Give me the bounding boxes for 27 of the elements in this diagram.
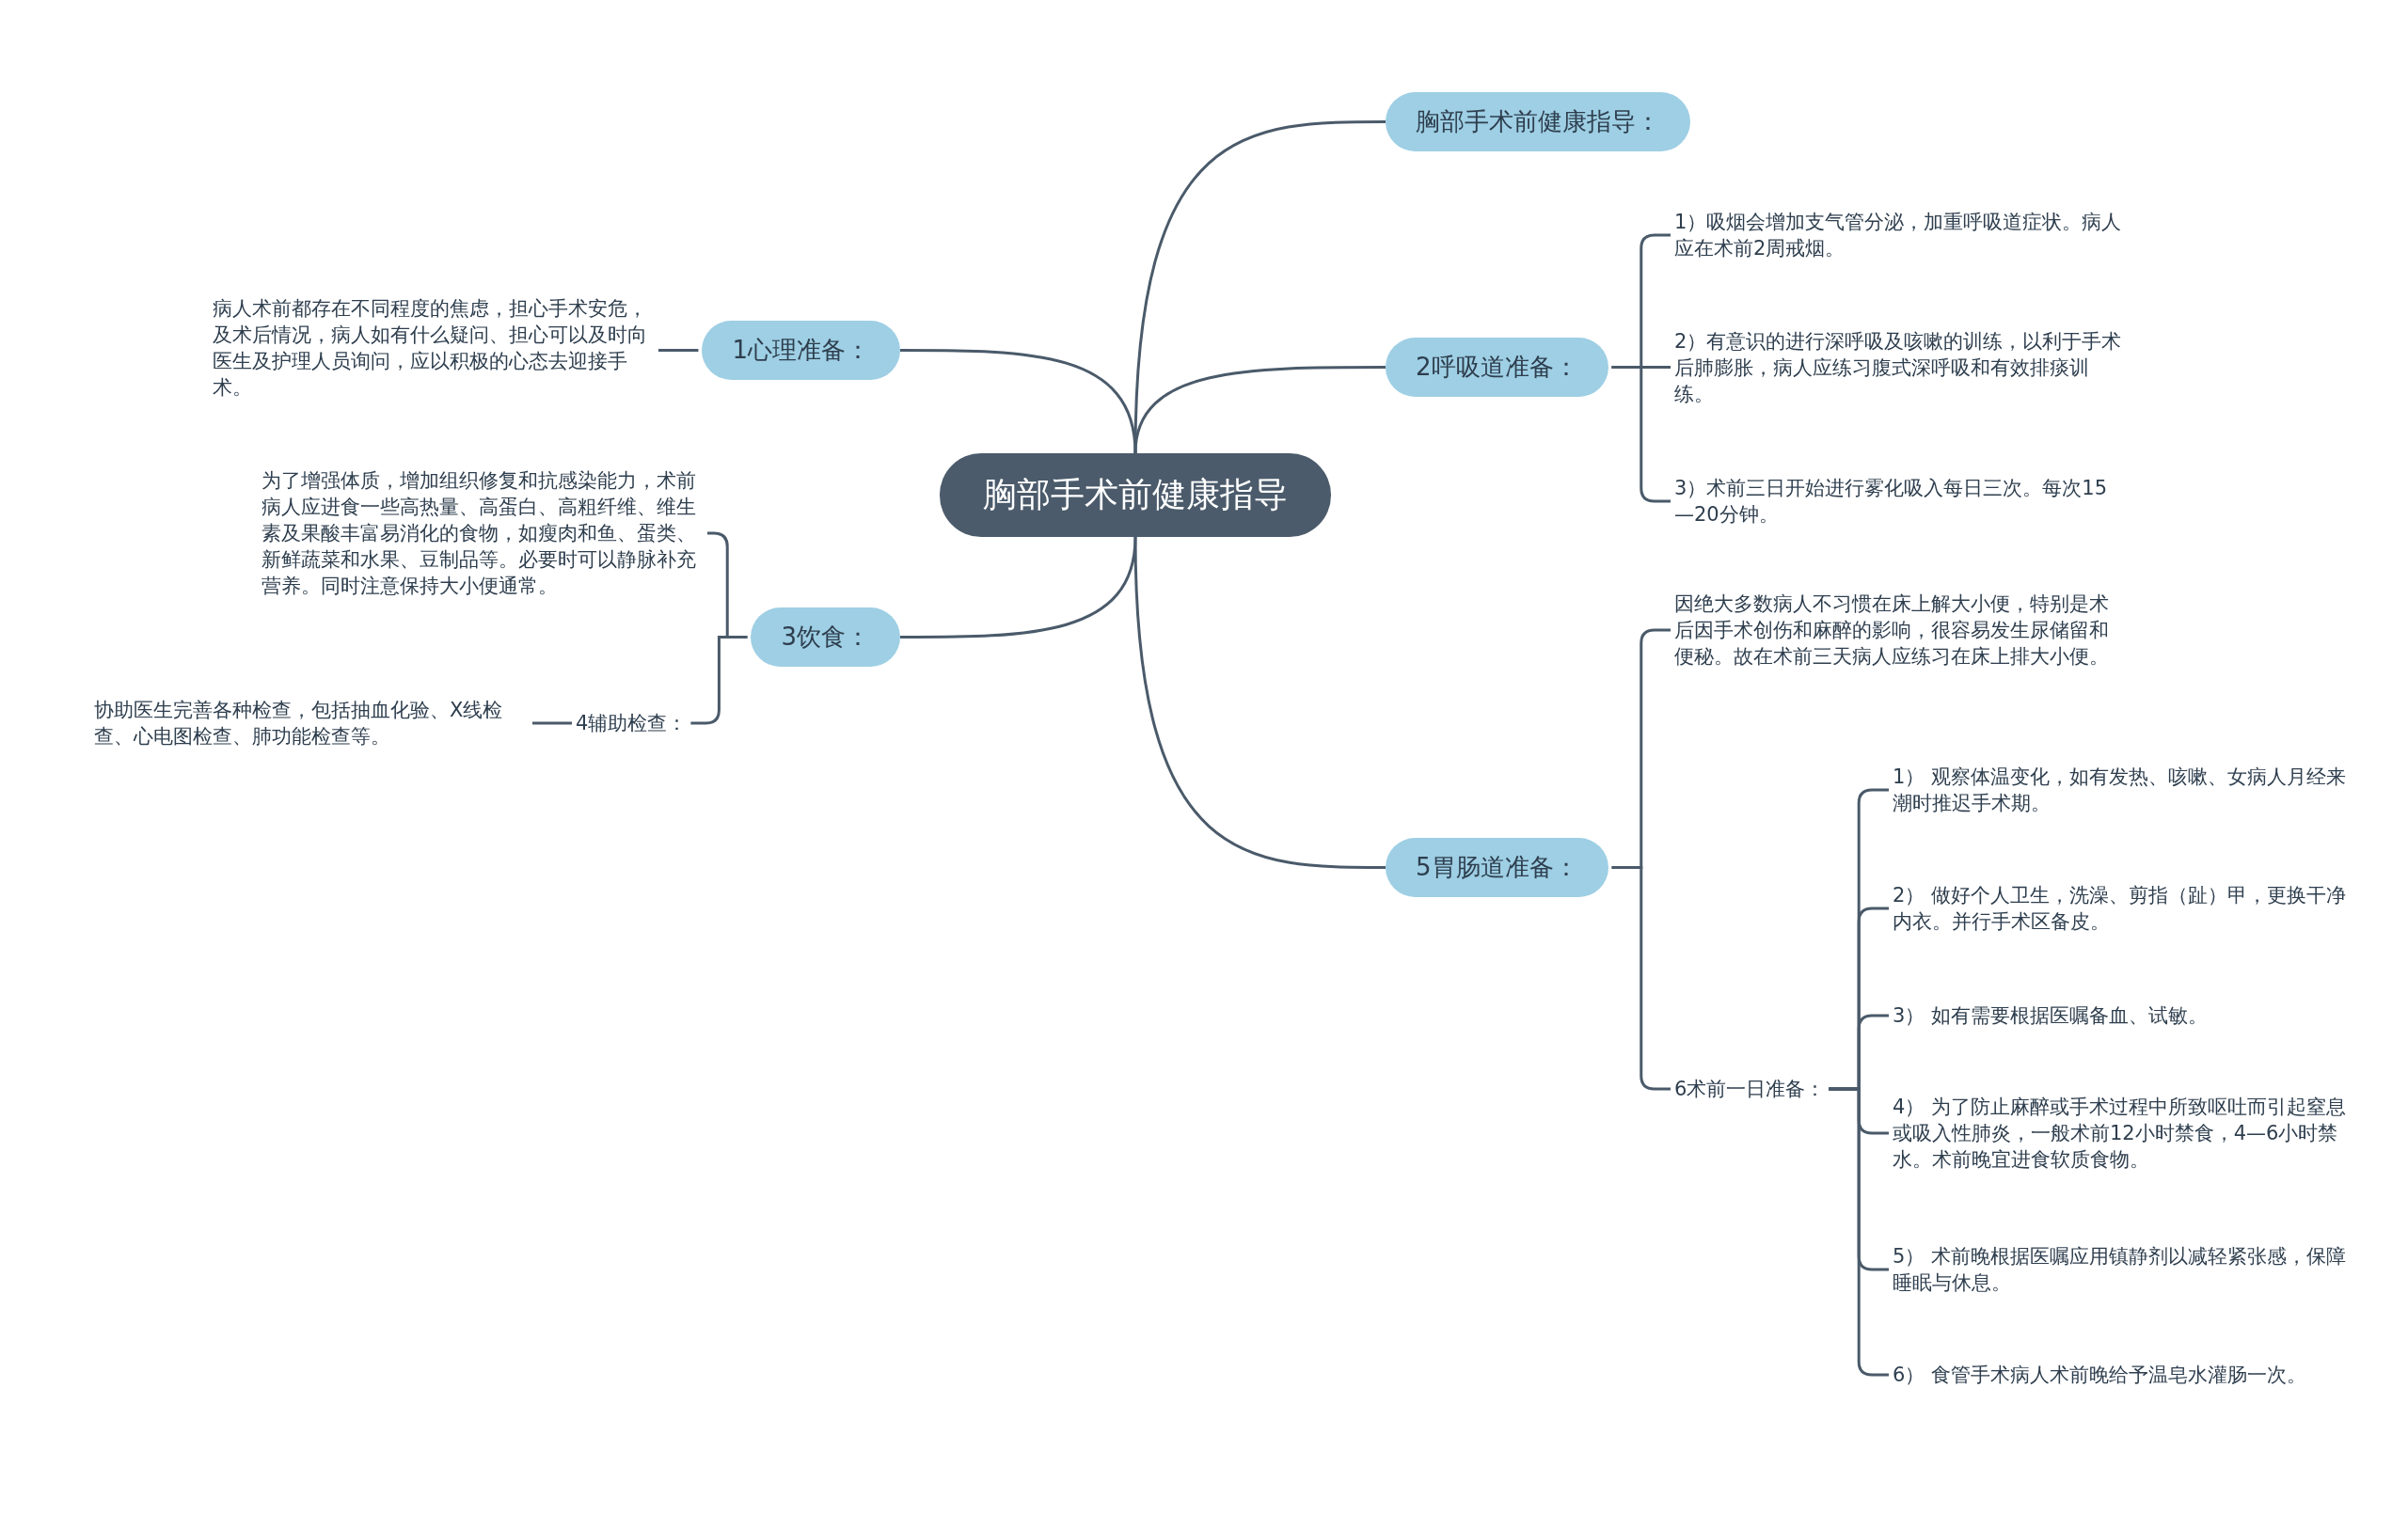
note-text: 因绝大多数病人不习惯在床上解大小便，特别是术后因手术创伤和麻醉的影响，很容易发生尿储留和便秘。故在术前三天病人应练习在床上排大小便。 [1674,591,2126,670]
topic-pill: 5胃肠道准备： [1386,838,1608,897]
topic-pill: 2呼吸道准备： [1386,338,1608,397]
subtopic-label: 4辅助检查： [576,710,688,736]
note-text: 协助医生完善各种检查，包括抽血化验、X线检查、心电图检查、肺功能检查等。 [94,697,529,749]
note-text: 1）吸烟会增加支气管分泌，加重呼吸道症状。病人应在术前2周戒烟。 [1674,209,2126,261]
connector-line [532,721,572,725]
topic-pill: 3饮食： [751,607,900,667]
connector-line [1133,366,1386,454]
connector-line [900,536,1137,639]
topic-pill: 1心理准备： [702,321,900,380]
central-topic: 胸部手术前健康指导 [940,453,1331,537]
note-text: 为了增强体质，增加组织修复和抗感染能力，术前病人应进食一些高热量、高蛋白、高粗纤维、维生素及果酸丰富易消化的食物，如瘦肉和鱼、蛋类、新鲜蔬菜和水果、豆制品等。必要时可以静脉补充营养。同时注意保持大小便通常。 [261,467,704,599]
note-text: 5） 术前晚根据医嘱应用镇静剂以减轻紧张感，保障睡眠与休息。 [1893,1243,2350,1296]
topic-pill: 胸部手术前健康指导： [1386,92,1690,151]
note-text: 3） 如有需要根据医嘱备血、试敏。 [1893,1002,2350,1029]
connector-line [658,349,699,352]
note-text: 6） 食管手术病人术前晚给予温皂水灌肠一次。 [1893,1362,2350,1388]
note-text: 2）有意识的进行深呼吸及咳嗽的训练，以利于手术后肺膨胀，病人应练习腹式深呼吸和有效排痰训练。 [1674,328,2126,407]
connector-line [900,349,1137,454]
note-text: 4） 为了防止麻醉或手术过程中所致呕吐而引起窒息或吸入性肺炎，一般术前12小时禁食，4—6小时禁水。术前晚宜进食软质食物。 [1893,1094,2350,1173]
connector-line [1133,536,1386,869]
note-text: 病人术前都存在不同程度的焦虑，担心手术安危，及术后情况，病人如有什么疑问、担心可以及时向医生及护理人员询问，应以积极的心态去迎接手术。 [213,295,655,401]
note-text: 1） 观察体温变化，如有发热、咳嗽、女病人月经来潮时推迟手术期。 [1893,764,2350,816]
note-text: 2） 做好个人卫生，洗澡、剪指（趾）甲，更换干净内衣。并行手术区备皮。 [1893,882,2350,935]
note-text: 3）术前三日开始进行雾化吸入每日三次。每次15—20分钟。 [1674,475,2126,528]
subtopic-label: 6术前一日准备： [1674,1076,1826,1102]
